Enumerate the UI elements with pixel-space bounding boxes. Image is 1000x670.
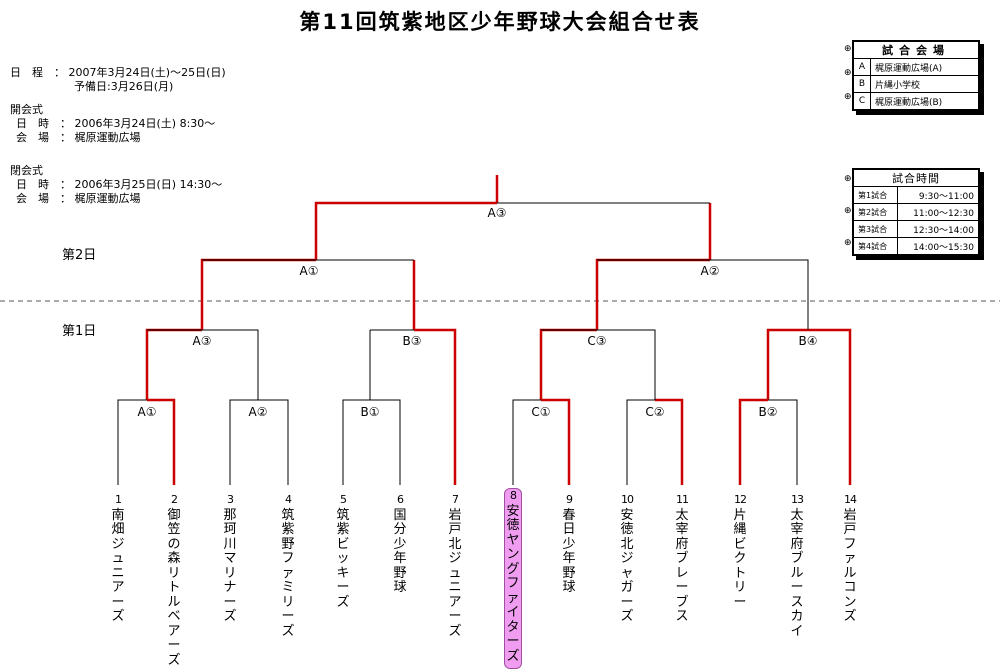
team-name: 那珂川マリナーズ bbox=[223, 507, 237, 624]
team-number: 2 bbox=[171, 493, 178, 506]
match-round1: B① bbox=[360, 405, 380, 419]
opening-time-label: 日 時 ： bbox=[16, 117, 71, 130]
ring-icon: ⊕ bbox=[844, 68, 852, 78]
ring-icon: ⊕ bbox=[844, 44, 852, 54]
match-final: A③ bbox=[487, 206, 507, 220]
team-name: 筑紫ビッキーズ bbox=[336, 507, 350, 610]
page-title: 第11回筑紫地区少年野球大会組合せ表 bbox=[299, 10, 701, 34]
match-semi-right: A② bbox=[700, 264, 720, 278]
ring-icon: ⊕ bbox=[844, 206, 852, 216]
venue-name: 梶原運動広場(B) bbox=[870, 92, 979, 110]
match-round1: B② bbox=[758, 405, 778, 419]
team-number: 5 bbox=[340, 493, 347, 506]
opening-venue: 会 場 ： 梶原運動広場 bbox=[16, 131, 141, 144]
team-name: 太宰府ブレーブス bbox=[675, 507, 689, 624]
match-quarter: C③ bbox=[587, 334, 607, 348]
team-number: 1 bbox=[115, 493, 122, 506]
team-number: 3 bbox=[227, 493, 234, 506]
team-number: 8 bbox=[510, 489, 517, 502]
game-slot: 第4試合 bbox=[852, 237, 899, 255]
team-number: 12 bbox=[734, 493, 747, 506]
opening-time-value: 2006年3月24日(土) 8:30～ bbox=[74, 117, 216, 130]
closing-venue-value: 梶原運動広場 bbox=[74, 192, 141, 205]
closing-venue-label: 会 場 ： bbox=[16, 192, 71, 205]
team-name: 南畑ジュニアーズ bbox=[111, 507, 125, 624]
opening-venue-value: 梶原運動広場 bbox=[74, 131, 141, 144]
day2-label: 第2日 bbox=[62, 248, 97, 263]
schedule-value: 2007年3月24日(土)～25日(日) bbox=[68, 66, 226, 79]
closing-time: 日 時 ： 2006年3月25日(日) 14:30～ bbox=[16, 178, 222, 191]
venue-header: 試合会場 bbox=[853, 41, 979, 59]
closing-venue: 会 場 ： 梶原運動広場 bbox=[16, 192, 141, 205]
team-name: 太宰府ブルースカイ bbox=[790, 507, 804, 639]
day1-label: 第1日 bbox=[62, 324, 97, 339]
match-round1: C① bbox=[531, 405, 551, 419]
team-name: 春日少年野球 bbox=[562, 507, 576, 595]
team-name: 安徳ヤングファイターズ bbox=[506, 503, 520, 664]
ring-icon: ⊕ bbox=[844, 238, 852, 248]
schedule-info: 日 程 ： 2007年3月24日(土)～25日(日) bbox=[10, 66, 226, 79]
team-name: 岩戸北ジュニアーズ bbox=[448, 507, 462, 639]
team-name: 片縄ビクトリー bbox=[733, 507, 747, 610]
match-semi-left: A① bbox=[299, 264, 319, 278]
team-name: 御笠の森リトルベアーズ bbox=[167, 507, 181, 668]
match-quarter: B③ bbox=[402, 334, 422, 348]
game-time: 14:00～15:30 bbox=[897, 237, 979, 255]
opening-heading: 開会式 bbox=[10, 103, 43, 116]
closing-time-label: 日 時 ： bbox=[16, 178, 71, 191]
team-name: 岩戸ファルコンズ bbox=[843, 507, 857, 624]
team-number: 7 bbox=[452, 493, 459, 506]
closing-time-value: 2006年3月25日(日) 14:30～ bbox=[74, 178, 223, 191]
team-number: 9 bbox=[566, 493, 573, 506]
opening-venue-label: 会 場 ： bbox=[16, 131, 71, 144]
team-number: 11 bbox=[676, 493, 689, 506]
match-quarter: A③ bbox=[192, 334, 212, 348]
ring-icon: ⊕ bbox=[844, 174, 852, 184]
team-number: 4 bbox=[285, 493, 292, 506]
match-round1: A① bbox=[137, 405, 157, 419]
match-quarter: B④ bbox=[798, 334, 818, 348]
match-round1: A② bbox=[248, 405, 268, 419]
team-name: 安徳北ジャガーズ bbox=[620, 507, 634, 624]
schedule-label: 日 程 ： bbox=[10, 66, 65, 79]
team-number: 10 bbox=[621, 493, 634, 506]
team-name: 国分少年野球 bbox=[393, 507, 407, 595]
ring-icon: ⊕ bbox=[844, 92, 852, 102]
opening-time: 日 時 ： 2006年3月24日(土) 8:30～ bbox=[16, 117, 215, 130]
schedule-reserve: 予備日:3月26日(月) bbox=[74, 80, 174, 93]
match-round1: C② bbox=[645, 405, 665, 419]
closing-heading: 閉会式 bbox=[10, 164, 43, 177]
team-number: 13 bbox=[791, 493, 804, 506]
team-number: 6 bbox=[397, 493, 404, 506]
team-name: 筑紫野ファミリーズ bbox=[281, 507, 295, 639]
bracket-paths bbox=[117, 202, 809, 485]
team-number: 14 bbox=[844, 493, 857, 506]
